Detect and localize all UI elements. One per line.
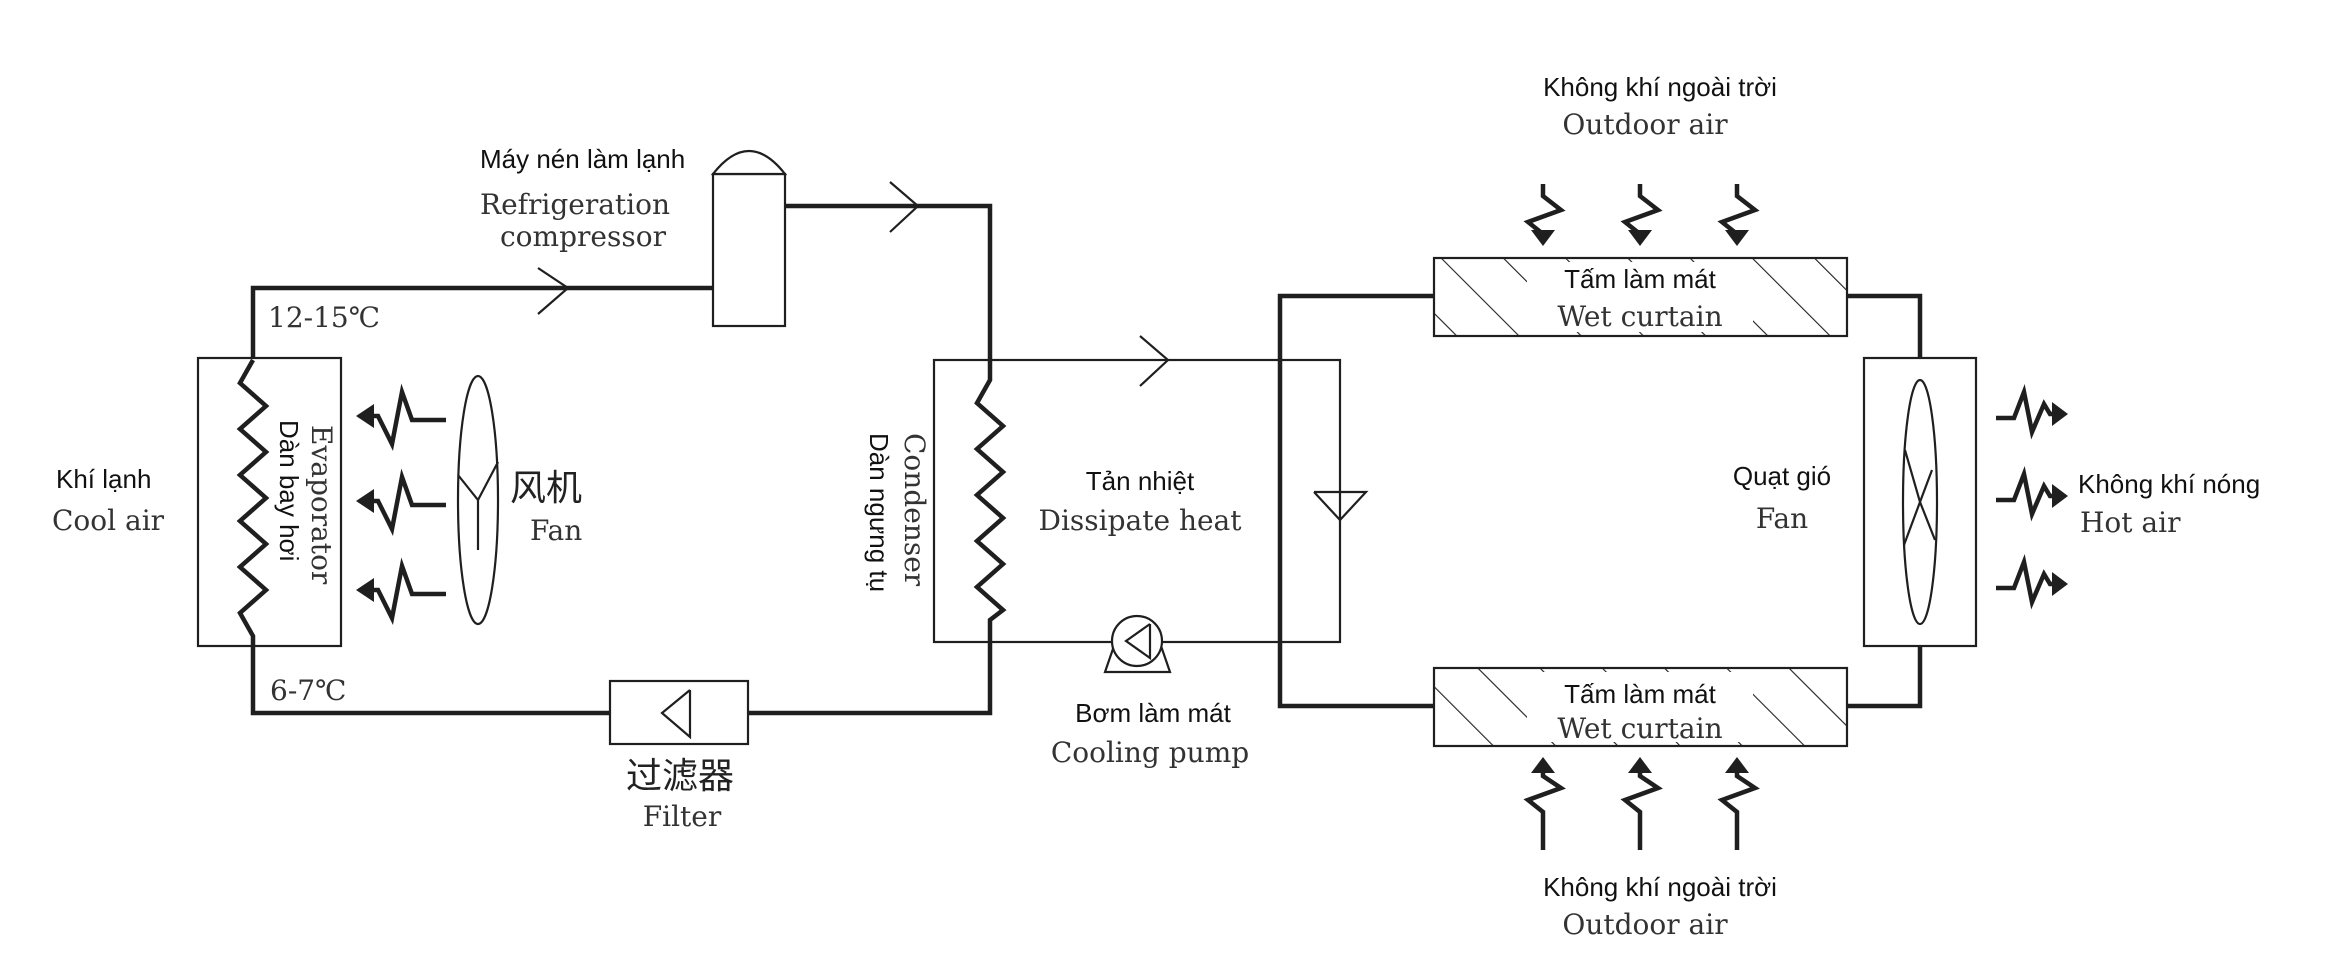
fan-right-vi-label: Quạt gió	[1733, 461, 1831, 491]
outdoor-top-arrow-1	[1523, 184, 1566, 236]
refrigeration-compressor	[710, 150, 788, 328]
condenser-en-label: Condenser	[898, 433, 931, 587]
wet-curtain-top: Tấm làm mát Wet curtain	[1432, 256, 1849, 338]
arrowhead-outdoor-bottom-2	[1628, 757, 1652, 773]
wet-curtain-top-label-bg	[1527, 262, 1753, 332]
hot-air-vi-label: Không khí nóng	[2078, 469, 2260, 499]
arrowhead-hot-1	[2052, 402, 2068, 426]
flow-arrow-discharge	[889, 181, 920, 233]
evaporator-en-label: Evaporator	[305, 425, 338, 585]
wet-curtain-bottom-vi: Tấm làm mát	[1564, 679, 1716, 709]
pump-casing	[1110, 614, 1164, 668]
fan-en-label-left: Fan	[530, 514, 582, 547]
outdoor-top-en-label: Outdoor air	[1562, 108, 1728, 141]
pipe-suction	[250, 285, 713, 360]
compressor-body	[711, 172, 787, 328]
hot-air-arrows	[1996, 383, 2068, 610]
filter-cn-label: 过滤器	[626, 756, 734, 797]
wet-curtain-bottom: Tấm làm mát Wet curtain	[1432, 666, 1849, 748]
pipe-discharge	[785, 203, 993, 360]
outdoor-top-vi-label: Không khí ngoài trời	[1543, 72, 1777, 102]
arrowhead-outdoor-top-2	[1628, 230, 1652, 246]
dissipate-heat-box	[932, 358, 1342, 644]
outdoor-top-arrow-3	[1717, 184, 1760, 236]
wet-curtain-top-vi: Tấm làm mát	[1564, 264, 1716, 294]
temp-low-label: 6-7℃	[270, 674, 346, 707]
exhaust-fan	[1862, 356, 1978, 648]
outdoor-bottom-arrow-3	[1717, 770, 1760, 850]
cool-air-vi-label: Khí lạnh	[56, 464, 151, 494]
pump-direction-arrow	[1124, 623, 1152, 661]
compressor-en-label-1: Refrigeration	[480, 188, 670, 221]
outdoor-air-top-arrows	[1523, 184, 1760, 246]
outdoor-air-bottom-arrows	[1523, 757, 1760, 850]
cool-air-arrow-1	[370, 383, 446, 451]
cool-air-en-label: Cool air	[52, 504, 165, 537]
evaporator: Evaporator Dàn bay hơi	[196, 356, 343, 648]
evaporator-vi-label: Dàn bay hơi	[274, 420, 304, 561]
cooling-water-loop	[1277, 293, 1923, 709]
flow-arrow-suction	[537, 267, 570, 315]
cool-air-arrows	[356, 383, 446, 625]
compressor-dome	[710, 150, 788, 176]
fan-cn-label: 风机	[510, 468, 582, 509]
compressor-en-label-2: compressor	[500, 220, 667, 253]
temp-high-label: 12-15℃	[268, 301, 380, 334]
fan-right-en-label: Fan	[1756, 502, 1808, 535]
arrowhead-outdoor-top-3	[1725, 230, 1749, 246]
dissipate-en-label: Dissipate heat	[1039, 504, 1243, 537]
flow-arrow-water	[1313, 490, 1369, 522]
wet-curtain-bottom-en: Wet curtain	[1557, 712, 1722, 745]
arrowhead-cool-1	[356, 404, 374, 428]
water-pipe-left	[1277, 293, 1434, 709]
pump-vi-label: Bơm làm mát	[1075, 698, 1232, 728]
wet-curtain-bottom-label-bg	[1527, 672, 1753, 742]
evaporator-fan: 风机 Fan	[456, 374, 582, 626]
evaporator-coil	[236, 358, 270, 646]
arrowhead-cool-2	[356, 489, 374, 513]
filter: 过滤器 Filter	[608, 679, 750, 833]
evaporator-box	[196, 356, 343, 648]
condenser-coil	[973, 360, 1007, 642]
filter-box	[608, 679, 750, 746]
condenser-vi-label: Dàn ngưng tụ	[864, 433, 894, 592]
arrowhead-hot-3	[2052, 572, 2068, 596]
hot-air-en-label: Hot air	[2080, 506, 2181, 539]
dissipate-vi-label: Tản nhiệt	[1086, 466, 1195, 496]
filter-en-label: Filter	[643, 800, 722, 833]
outdoor-bottom-arrow-2	[1620, 770, 1663, 850]
arrowhead-outdoor-bottom-1	[1531, 757, 1555, 773]
hot-air-arrow-2	[1996, 465, 2058, 522]
filter-flow-arrow	[660, 689, 692, 740]
outdoor-bottom-arrow-1	[1523, 770, 1566, 850]
hot-air-arrow-3	[1996, 553, 2058, 610]
cooling-pump: Bơm làm mát Cooling pump	[1051, 614, 1249, 769]
arrowhead-cool-3	[356, 578, 374, 602]
pump-en-label: Cooling pump	[1051, 736, 1249, 769]
water-pipe-right	[1847, 293, 1923, 360]
outdoor-bottom-vi-label: Không khí ngoài trời	[1543, 872, 1777, 902]
cool-air-arrow-2	[370, 468, 446, 536]
hot-air-arrow-1	[1996, 383, 2058, 440]
flow-arrow-heat-box	[1139, 335, 1170, 387]
wet-curtain-top-en: Wet curtain	[1557, 300, 1722, 333]
water-pipe-right-bottom	[1847, 646, 1923, 709]
cool-air-arrow-3	[370, 557, 446, 625]
condenser: Condenser Dàn ngưng tụ Tản nhiệt Dissipa…	[864, 335, 1342, 644]
fan-right-blade-2	[1902, 469, 1934, 546]
arrowhead-hot-2	[2052, 484, 2068, 508]
outdoor-bottom-en-label: Outdoor air	[1562, 908, 1728, 941]
arrowhead-outdoor-top-1	[1531, 230, 1555, 246]
outdoor-top-arrow-2	[1620, 184, 1663, 236]
compressor-vi-label: Máy nén làm lạnh	[480, 144, 685, 174]
arrowhead-outdoor-bottom-3	[1725, 757, 1749, 773]
